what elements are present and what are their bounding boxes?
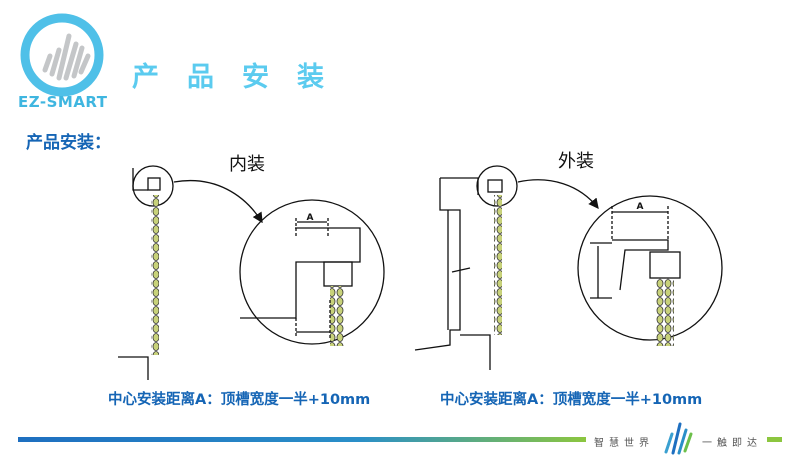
outer-mount-label: 外装: [558, 151, 594, 172]
outer-mount-diagram: [414, 165, 723, 370]
outer-mount-caption: 中心安装距离A：顶槽宽度一半+10mm: [440, 392, 703, 408]
brand-name: EZ-SMART: [18, 93, 108, 111]
footer-accent-bar: [767, 437, 782, 442]
inner-mount-label: 内装: [229, 154, 265, 175]
section-title: 产品安装：: [26, 133, 111, 153]
footer-bar: [18, 437, 586, 442]
inner-mount-caption: 中心安装距离A：顶槽宽度一半+10mm: [108, 392, 371, 408]
inner-mount-diagram: [118, 165, 385, 380]
page-title: 产品安装: [132, 62, 352, 93]
footer-logo-icon: [664, 422, 693, 455]
dimension-a-outer: A: [637, 202, 644, 212]
dimension-a-inner: A: [307, 213, 314, 223]
installation-diagrams: A A: [118, 165, 723, 380]
slogan-left: 智慧世界: [594, 438, 654, 449]
slogan-right: 一触即达: [702, 438, 762, 449]
ez-smart-logo: [20, 13, 104, 97]
